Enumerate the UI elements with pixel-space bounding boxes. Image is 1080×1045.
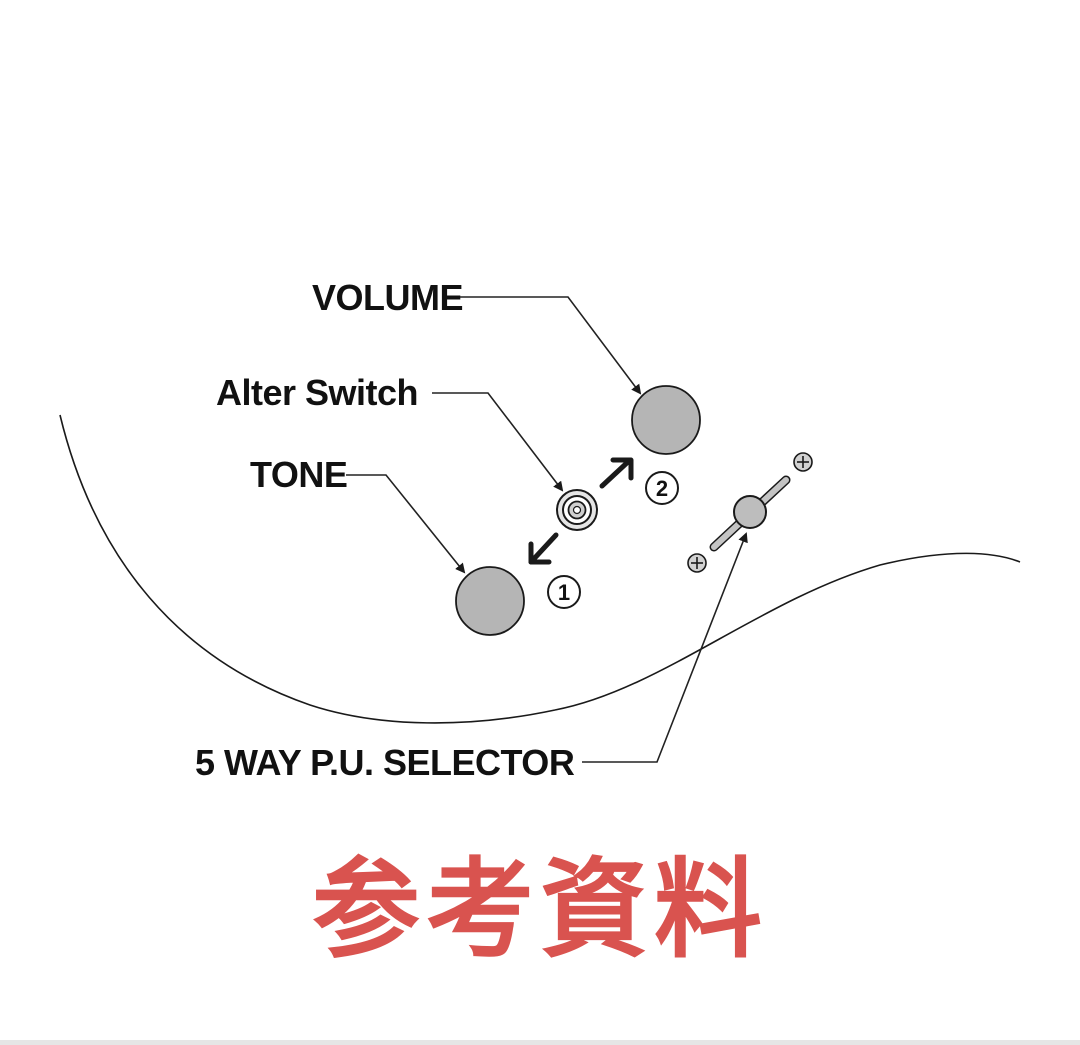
pickup-selector-switch: [709, 475, 791, 552]
lower-screw-icon: [687, 553, 707, 573]
position-1-arrow: [528, 532, 559, 565]
selector-leader-line: [582, 532, 748, 763]
svg-text:1: 1: [558, 580, 570, 605]
volume-leader-line: [460, 296, 642, 395]
svg-text:2: 2: [656, 476, 668, 501]
reference-stamp: 参考資料: [312, 848, 768, 973]
body-outline-left-curve: [59, 414, 556, 724]
alter-switch-leader-line: [432, 392, 564, 492]
body-outline-lower-curve: [554, 552, 1021, 711]
position-2-arrow: [599, 457, 634, 489]
volume-knob: [631, 385, 701, 455]
volume-label: VOLUME: [312, 277, 463, 318]
bottom-edge-band: [0, 1040, 1080, 1045]
alter-switch: [556, 489, 598, 531]
tone-knob: [455, 566, 525, 636]
tone-leader-line: [346, 474, 466, 574]
upper-screw-icon: [793, 452, 813, 472]
tone-label: TONE: [250, 454, 347, 495]
position-2-marker: 2: [645, 471, 679, 505]
alter-switch-label: Alter Switch: [216, 372, 418, 413]
selector-label: 5 WAY P.U. SELECTOR: [195, 742, 575, 783]
position-1-marker: 1: [547, 575, 581, 609]
